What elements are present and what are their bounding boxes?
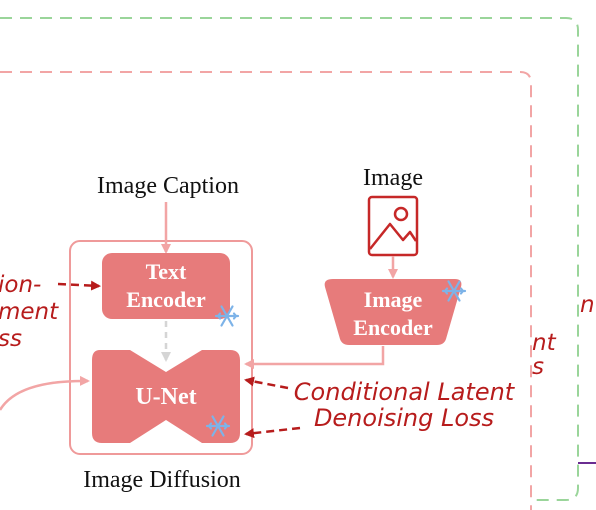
image-diffusion-label: Image Diffusion [83, 467, 241, 493]
image-encoder-block [324, 279, 462, 345]
left-fragment-line3: ss [0, 326, 22, 352]
unet-label: U-Net [135, 384, 196, 410]
text-encoder-label-line1: Text [146, 259, 187, 284]
snowflake-icon [205, 415, 231, 437]
image-encoder-label-line2: Encoder [353, 315, 433, 340]
outer-green-dashed-frame [0, 17, 579, 501]
cond-loss-label-line2: Denoising Loss [314, 404, 494, 432]
cond-loss-to-unet-lower-arrow [244, 426, 301, 439]
snowflake-icon [441, 280, 467, 302]
text-encoder-label-line2: Encoder [126, 287, 206, 312]
right-fragment-line2: nt [532, 330, 557, 356]
left-fragment-line1: ion- [0, 272, 41, 298]
image-icon [367, 195, 419, 257]
text-encoder-block [102, 253, 230, 319]
unet-block [92, 350, 240, 443]
image-diffusion-container [69, 240, 253, 455]
snowflake-icon [214, 305, 240, 327]
right-fragment-line3: s [532, 354, 544, 380]
image-encoder-to-unet-arrow [244, 346, 385, 369]
inner-red-dashed-frame [0, 71, 532, 510]
left-fragment-line2: ment [0, 299, 59, 325]
right-fragment-line1: nt [580, 292, 596, 318]
image-encoder-label-line1: Image [364, 287, 423, 312]
image-label: Image [363, 165, 423, 191]
cond-loss-to-unet-upper-arrow [244, 376, 289, 390]
left-input-to-unet-arrow [0, 375, 90, 411]
left-loss-to-text-encoder-arrow [57, 280, 101, 291]
cond-loss-label-line1: Conditional Latent [294, 378, 516, 406]
image-caption-label: Image Caption [97, 173, 239, 199]
